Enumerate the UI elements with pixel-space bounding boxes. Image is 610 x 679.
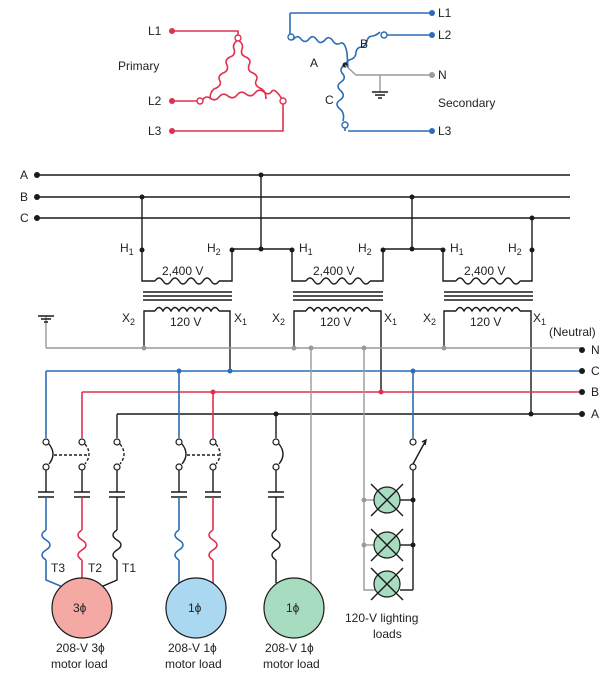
primary-l2-label: L2 — [148, 94, 162, 108]
neutral-label: (Neutral) — [549, 325, 596, 339]
coil-b-label: B — [360, 37, 368, 51]
lighting-loads-branch: 120-V lighting loads — [345, 348, 427, 641]
t3-h1-label: H1 — [450, 241, 464, 257]
t1-h1-label: H1 — [120, 241, 134, 257]
t2-x1-label: X1 — [384, 311, 397, 327]
transformer-2: H1 H2 2,400 V 120 V X2 X1 — [272, 241, 397, 392]
motor-1ph-b-symbol-circle — [263, 577, 325, 639]
secondary-l2-label: L2 — [438, 28, 452, 42]
transformer-1: H1 H2 2,400 V 120 V X2 X1 — [120, 241, 247, 371]
motor-1ph-a-caption-line1: 208-V 1ϕ — [168, 641, 217, 655]
bus-b2-label: B — [591, 385, 599, 399]
motor-1ph-a-symbol: 1ϕ — [188, 601, 202, 615]
t2-secondary-voltage: 120 V — [320, 315, 351, 329]
t3-x1-label: X1 — [533, 311, 546, 327]
motor-1ph-b-symbol: 1ϕ — [286, 601, 300, 615]
motor-1ph-b-branch: 1ϕ 208-V 1ϕ motor load — [263, 348, 325, 671]
secondary-n-label: N — [438, 68, 447, 82]
lighting-caption-line1: 120-V lighting — [345, 611, 418, 625]
secondary-l3-label: L3 — [438, 124, 452, 138]
terminal-t3-label: T3 — [51, 561, 65, 575]
secondary-wye-diagram: L1 L2 N L3 A B C Secondary — [287, 6, 495, 138]
motor-3ph-symbol-circle — [51, 577, 113, 639]
t1-primary-voltage: 2,400 V — [162, 264, 203, 278]
motor-3ph-branch: T3 T2 T1 3ϕ 208-V 3ϕ motor load — [38, 438, 136, 671]
motor-3ph-caption-line1: 208-V 3ϕ — [56, 641, 105, 655]
t3-primary-voltage: 2,400 V — [464, 264, 505, 278]
coil-a-label: A — [310, 56, 318, 70]
motor-1ph-b-caption-line2: motor load — [263, 657, 320, 671]
t2-primary-voltage: 2,400 V — [313, 264, 354, 278]
bus-c-label: C — [20, 211, 29, 225]
bus-a2-label: A — [591, 407, 599, 421]
coil-c-label: C — [325, 93, 334, 107]
bus-a-label: A — [20, 168, 28, 182]
lighting-caption-line2: loads — [373, 627, 402, 641]
secondary-l1-label: L1 — [438, 6, 452, 20]
motor-1ph-b-caption-line1: 208-V 1ϕ — [265, 641, 314, 655]
t1-h2-label: H2 — [207, 241, 221, 257]
primary-delta-diagram: L1 L2 L3 Primary — [118, 24, 287, 138]
motor-1ph-a-symbol-circle — [165, 577, 227, 639]
secondary-label: Secondary — [438, 96, 495, 110]
bus-c2-label: C — [591, 364, 600, 378]
t2-h1-label: H1 — [299, 241, 313, 257]
primary-bus: A B C — [20, 168, 570, 252]
primary-l1-label: L1 — [148, 24, 162, 38]
t1-secondary-voltage: 120 V — [170, 315, 201, 329]
t2-h2-label: H2 — [358, 241, 372, 257]
secondary-bus: (Neutral) N C B A — [38, 315, 600, 438]
t1-x1-label: X1 — [234, 311, 247, 327]
t3-x2-label: X2 — [423, 311, 436, 327]
motor-1ph-a-branch: 1ϕ 208-V 1ϕ motor load — [165, 371, 227, 671]
bus-b-label: B — [20, 190, 28, 204]
motor-1ph-a-caption-line2: motor load — [165, 657, 222, 671]
terminal-t2-label: T2 — [88, 561, 102, 575]
bus-n-label: N — [591, 343, 600, 357]
primary-l3-label: L3 — [148, 124, 162, 138]
primary-label: Primary — [118, 59, 159, 73]
t2-x2-label: X2 — [272, 311, 285, 327]
terminal-t1-label: T1 — [122, 561, 136, 575]
t1-x2-label: X2 — [122, 311, 135, 327]
motor-3ph-symbol: 3ϕ — [73, 601, 87, 615]
t3-secondary-voltage: 120 V — [470, 315, 501, 329]
t3-h2-label: H2 — [508, 241, 522, 257]
transformer-3: H1 H2 2,400 V 120 V X2 X1 — [423, 241, 546, 414]
motor-3ph-caption-line2: motor load — [51, 657, 108, 671]
